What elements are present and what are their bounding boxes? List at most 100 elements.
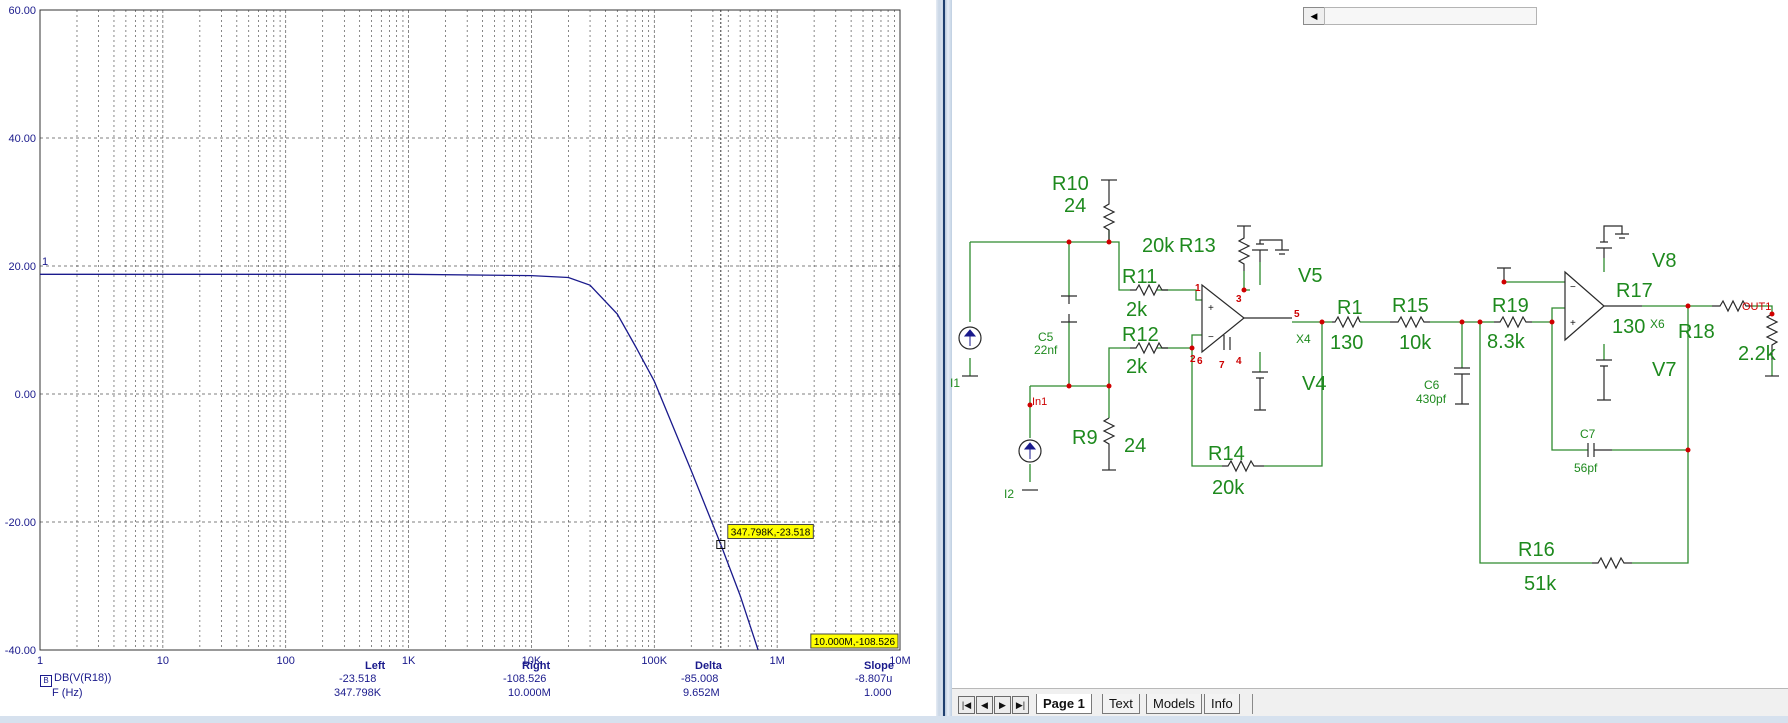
svg-text:+: + bbox=[1570, 318, 1576, 329]
net-out1: OUT1 bbox=[1742, 301, 1771, 313]
header-right: Right bbox=[522, 660, 551, 672]
y-tick-label: 60.00 bbox=[8, 5, 36, 17]
svg-text:+: + bbox=[1208, 303, 1214, 314]
tab-text[interactable]: Text bbox=[1102, 694, 1140, 714]
tab-info[interactable]: Info bbox=[1204, 694, 1240, 714]
svg-text:−: − bbox=[1570, 282, 1576, 293]
capacitor-c7[interactable] bbox=[1587, 443, 1612, 457]
resistor-r18[interactable] bbox=[1765, 313, 1779, 377]
value-r14: 20k bbox=[1212, 477, 1245, 499]
y-tick-label: -40.00 bbox=[5, 645, 36, 657]
resistor-r1[interactable] bbox=[1332, 315, 1361, 329]
pin-3: 3 bbox=[1236, 294, 1242, 305]
current-source-i1[interactable] bbox=[958, 326, 982, 377]
label-r18: R18 bbox=[1678, 321, 1715, 343]
wires bbox=[969, 230, 1773, 564]
label-r13: R13 bbox=[1179, 235, 1216, 257]
last-page-button[interactable]: ▶| bbox=[1012, 696, 1029, 714]
header-slope: Slope bbox=[864, 660, 894, 672]
y-tick-label: 20.00 bbox=[8, 261, 36, 273]
prev-page-button[interactable]: ◀ bbox=[976, 696, 993, 714]
label-v8: V8 bbox=[1652, 250, 1676, 272]
svg-text:−: − bbox=[1208, 332, 1214, 343]
label-r1: R1 bbox=[1337, 297, 1363, 319]
label-v4: V4 bbox=[1302, 373, 1326, 395]
schematic-pane[interactable]: + − − + bbox=[950, 0, 1788, 723]
label-r11: R11 bbox=[1122, 266, 1157, 288]
label-x6: X6 bbox=[1650, 317, 1665, 331]
resistor-r13[interactable] bbox=[1237, 225, 1251, 271]
label-i2: I2 bbox=[1004, 487, 1014, 501]
pin-5: 5 bbox=[1294, 309, 1300, 320]
current-source-i2[interactable] bbox=[1018, 439, 1042, 491]
voltage-source-v7[interactable] bbox=[1596, 359, 1612, 401]
x-tick-label: 1M bbox=[770, 655, 785, 667]
label-r10: R10 bbox=[1052, 173, 1089, 195]
left-cursor-label: 347.798K,-23.518 bbox=[731, 528, 811, 539]
y-tick-label: -20.00 bbox=[5, 517, 36, 529]
delta-y-value: -85.008 bbox=[681, 673, 719, 685]
value-c6: 430pf bbox=[1416, 392, 1447, 406]
value-r9: 24 bbox=[1124, 435, 1146, 457]
label-r12: R12 bbox=[1122, 324, 1159, 346]
label-r15: R15 bbox=[1392, 295, 1429, 317]
value-r11: 2k bbox=[1126, 299, 1148, 321]
resistor-r10[interactable] bbox=[1101, 179, 1117, 242]
x-tick-label: 10K bbox=[522, 655, 542, 667]
value-r15: 10k bbox=[1399, 332, 1432, 354]
voltage-source-v5[interactable] bbox=[1252, 239, 1289, 262]
horizontal-scrollbar[interactable] bbox=[1324, 7, 1537, 25]
pin-7: 7 bbox=[1219, 360, 1225, 371]
resistor-r9[interactable] bbox=[1102, 417, 1116, 471]
voltage-source-v8[interactable] bbox=[1596, 225, 1629, 258]
y-tick-label: 0.00 bbox=[15, 389, 36, 401]
voltage-source-v4[interactable] bbox=[1252, 371, 1268, 411]
pin-2: 2 bbox=[1190, 354, 1196, 365]
tab-separator bbox=[1252, 694, 1255, 714]
resistor-r17[interactable] bbox=[1712, 299, 1752, 313]
resistor-r16[interactable] bbox=[1592, 556, 1632, 570]
value-r1: 130 bbox=[1330, 332, 1363, 354]
page-tab-bar: |◀ ◀ ▶ ▶| Page 1 Text Models Info bbox=[952, 688, 1788, 719]
opamp-x6[interactable]: − + bbox=[1564, 270, 1642, 342]
capacitor-c5[interactable] bbox=[1061, 295, 1077, 323]
value-r16: 51k bbox=[1524, 573, 1557, 595]
status-strip bbox=[0, 716, 1788, 723]
left-cursor-label-box bbox=[727, 524, 814, 540]
trace-name: DB(V(R18)) bbox=[54, 672, 112, 684]
left-cursor-marker[interactable] bbox=[716, 540, 726, 550]
resistor-r14[interactable] bbox=[1222, 459, 1264, 473]
x-axis-name: F (Hz) bbox=[52, 687, 83, 699]
pin-6: 6 bbox=[1197, 356, 1203, 367]
x-tick-label: 1 bbox=[37, 655, 43, 667]
slope-x-value: 1.000 bbox=[864, 687, 892, 699]
scroll-left-button[interactable]: ◀ bbox=[1303, 7, 1325, 25]
capacitor-c6[interactable] bbox=[1454, 367, 1470, 405]
schematic-canvas[interactable]: + − − + bbox=[950, 0, 1788, 688]
first-page-button[interactable]: |◀ bbox=[958, 696, 975, 714]
label-x4: X4 bbox=[1296, 332, 1311, 346]
right-x-value: 10.000M bbox=[508, 687, 551, 699]
opamp-x4[interactable]: + − bbox=[1201, 283, 1292, 354]
tab-models[interactable]: Models bbox=[1146, 694, 1202, 714]
value-c5: 22nf bbox=[1034, 343, 1058, 357]
value-r17: 130 bbox=[1612, 316, 1645, 338]
slope-y-value: -8.807u bbox=[855, 673, 893, 685]
label-v7: V7 bbox=[1652, 359, 1676, 381]
trace-badge[interactable]: B bbox=[40, 675, 52, 687]
trace-line[interactable] bbox=[40, 273, 759, 651]
label-i1: I1 bbox=[950, 376, 960, 390]
resistor-r12[interactable] bbox=[1130, 341, 1168, 355]
resistor-r15[interactable] bbox=[1390, 315, 1430, 329]
resistor-r11[interactable] bbox=[1130, 283, 1168, 297]
x-tick-label: 10M bbox=[889, 655, 910, 667]
splitter-line bbox=[943, 0, 945, 723]
next-page-button[interactable]: ▶ bbox=[994, 696, 1011, 714]
tab-page-1[interactable]: Page 1 bbox=[1036, 694, 1092, 714]
resistor-r19[interactable] bbox=[1494, 315, 1532, 329]
